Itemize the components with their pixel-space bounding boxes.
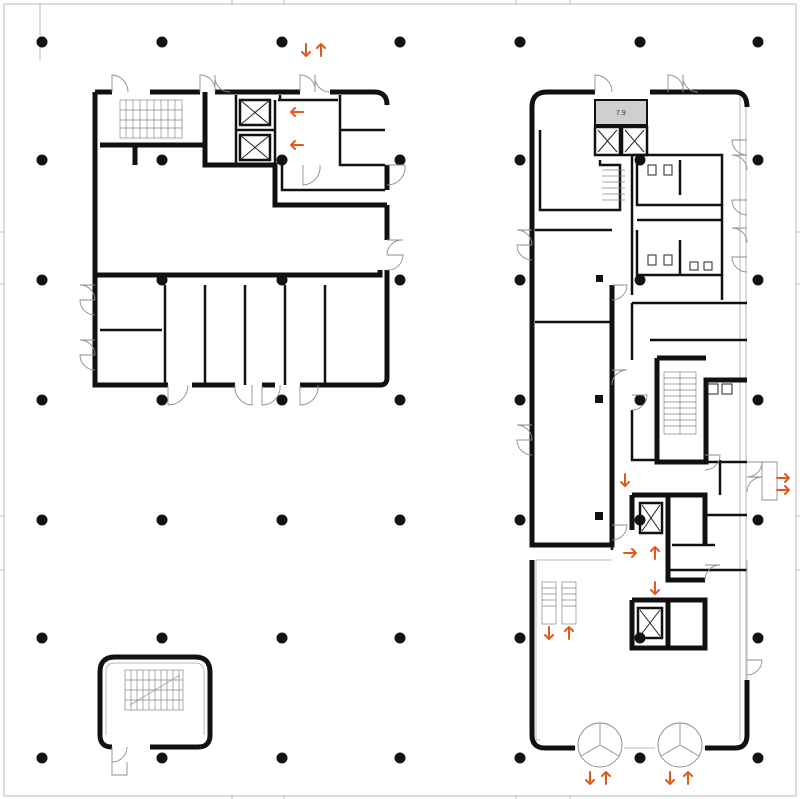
stair-small-top — [602, 169, 625, 201]
column-dot — [156, 36, 168, 48]
direction-arrow-icon — [620, 473, 630, 487]
stair-left — [119, 99, 183, 139]
stair-middle — [654, 355, 747, 465]
direction-arrow-icon — [544, 626, 554, 640]
column-dot — [394, 632, 406, 644]
column-dot — [36, 632, 48, 644]
column-dot — [276, 752, 288, 764]
restroom-block — [630, 153, 747, 360]
direction-arrow-icon — [290, 107, 304, 117]
direction-arrow-icon — [601, 771, 611, 785]
stair-bottom — [124, 669, 184, 711]
column-dot — [276, 632, 288, 644]
direction-arrow-icon — [665, 771, 675, 785]
column-dot — [36, 154, 48, 166]
column-dot — [752, 752, 764, 764]
column-dot — [276, 36, 288, 48]
column-dot — [514, 394, 526, 406]
column-dot — [36, 36, 48, 48]
right-building-block: 7.9 — [516, 74, 778, 768]
stair-tower-bottom — [97, 654, 213, 776]
column-dot — [752, 514, 764, 526]
column-dot — [394, 394, 406, 406]
column-dot — [752, 394, 764, 406]
direction-arrow-icon — [650, 546, 660, 560]
column-dot — [394, 752, 406, 764]
elevator-group-bottom — [629, 597, 708, 651]
column-dot — [514, 632, 526, 644]
column-dot — [394, 36, 406, 48]
column-dot — [514, 36, 526, 48]
direction-arrow-icon — [623, 548, 637, 558]
column-dot — [276, 394, 288, 406]
room-label: 7.9 — [616, 110, 626, 117]
column-dot — [514, 154, 526, 166]
column-dot — [156, 394, 168, 406]
column-dot — [752, 36, 764, 48]
column-dot — [36, 394, 48, 406]
column-dot — [514, 274, 526, 286]
doors-right — [516, 74, 778, 676]
column-dot — [752, 154, 764, 166]
elevator-group-top: 7.9 — [593, 99, 649, 157]
column-dot — [514, 514, 526, 526]
column-dot — [634, 752, 646, 764]
column-dot — [634, 274, 646, 286]
escalators — [541, 581, 577, 625]
column-dot — [156, 154, 168, 166]
direction-arrow-icon — [290, 140, 304, 150]
column-dot — [394, 514, 406, 526]
direction-arrow-icon — [585, 771, 595, 785]
column-dot — [36, 752, 48, 764]
column-dot — [156, 514, 168, 526]
column-grid — [36, 36, 764, 764]
column-dot — [36, 274, 48, 286]
column-dot — [514, 752, 526, 764]
column-dot — [634, 36, 646, 48]
left-core-block — [79, 74, 406, 406]
revolving-doors — [577, 722, 703, 768]
direction-arrow-icon — [650, 581, 660, 595]
column-dot — [752, 274, 764, 286]
column-dot — [752, 632, 764, 644]
column-dot — [276, 154, 288, 166]
direction-arrow-icon — [683, 771, 693, 785]
doors-left — [79, 74, 406, 406]
column-dot — [394, 154, 406, 166]
circulation-arrows — [290, 43, 790, 785]
direction-arrow-icon — [776, 485, 790, 495]
column-dot — [276, 514, 288, 526]
elevator-group-lower — [629, 492, 747, 583]
direction-arrow-icon — [564, 626, 574, 640]
direction-arrow-icon — [301, 43, 311, 57]
column-dot — [156, 752, 168, 764]
column-dot — [394, 274, 406, 286]
column-dot — [36, 514, 48, 526]
direction-arrow-icon — [316, 43, 326, 57]
column-dot — [156, 632, 168, 644]
direction-arrow-icon — [776, 473, 790, 483]
column-dot — [634, 394, 646, 406]
